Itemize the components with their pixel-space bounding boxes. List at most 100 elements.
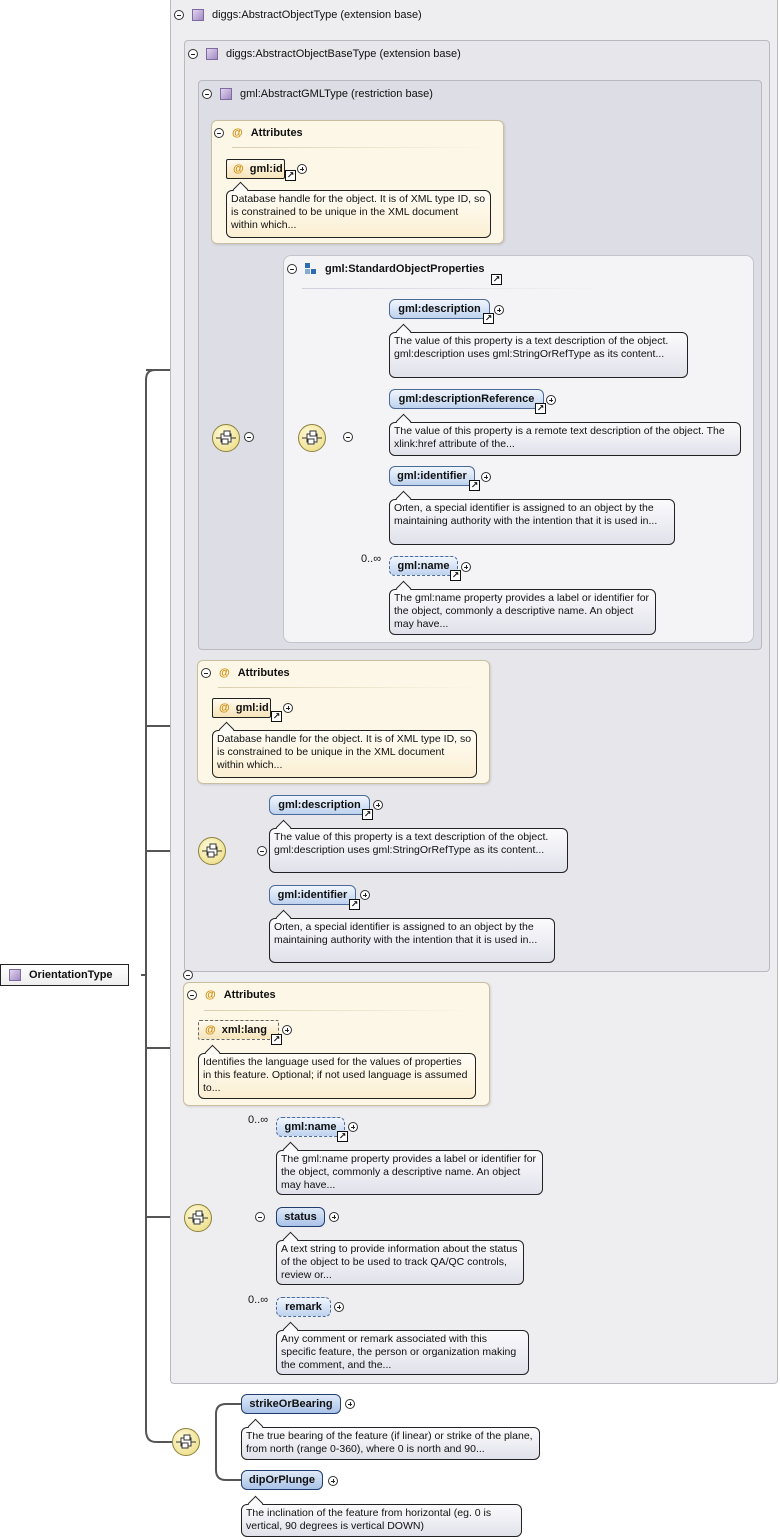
jump-arrow-icon[interactable]: ↗ bbox=[469, 480, 480, 491]
expand-icon[interactable] bbox=[297, 164, 307, 174]
complex-type-icon bbox=[9, 969, 21, 981]
collapse-icon[interactable] bbox=[287, 264, 297, 274]
jump-arrow-icon[interactable]: ↗ bbox=[285, 170, 296, 181]
element-gml-name[interactable]: gml:name bbox=[389, 556, 458, 576]
element-doc: Any comment or remark associated with th… bbox=[276, 1330, 529, 1375]
element-gml-identifier[interactable]: gml:identifier bbox=[389, 466, 475, 486]
attributes-title: Attributes bbox=[250, 127, 303, 139]
jump-arrow-icon[interactable]: ↗ bbox=[349, 899, 360, 910]
attr-gml-id-outer[interactable]: @ gml:id bbox=[212, 698, 271, 718]
expand-icon[interactable] bbox=[328, 1476, 338, 1486]
collapse-icon[interactable] bbox=[188, 49, 198, 59]
expand-icon[interactable] bbox=[461, 562, 471, 572]
ext-abstract-object-base-title: diggs:AbstractObjectBaseType (extension … bbox=[226, 48, 461, 60]
element-strike-or-bearing[interactable]: strikeOrBearing bbox=[241, 1394, 341, 1414]
sequence-compositor-icon[interactable] bbox=[184, 1204, 212, 1232]
root-type-orientation[interactable]: OrientationType bbox=[0, 964, 129, 986]
sequence-compositor-icon[interactable] bbox=[198, 837, 226, 865]
expand-icon[interactable] bbox=[345, 1399, 355, 1409]
jump-arrow-icon[interactable]: ↗ bbox=[271, 1034, 282, 1045]
collapse-icon[interactable] bbox=[201, 668, 211, 678]
attributes-header-inner: @ Attributes bbox=[214, 127, 303, 139]
restr-gml-title: gml:AbstractGMLType (restriction base) bbox=[240, 88, 433, 100]
ext-abstract-object-title: diggs:AbstractObjectType (extension base… bbox=[212, 9, 422, 21]
element-doc: The gml:name property provides a label o… bbox=[276, 1150, 543, 1195]
attribute-at-icon: @ bbox=[219, 702, 230, 714]
jump-arrow-icon[interactable]: ↗ bbox=[491, 274, 502, 285]
element-doc: The inclination of the feature from hori… bbox=[241, 1504, 522, 1537]
expand-icon[interactable] bbox=[329, 1212, 339, 1222]
jump-arrow-icon[interactable]: ↗ bbox=[271, 711, 282, 722]
element-dip-or-plunge[interactable]: dipOrPlunge bbox=[241, 1470, 323, 1490]
attribute-at-icon: @ bbox=[232, 127, 243, 139]
attribute-at-icon: @ bbox=[233, 163, 244, 175]
attr-name: gml:id bbox=[249, 163, 283, 175]
attributes-title: Attributes bbox=[223, 989, 276, 1001]
attr-gml-id-inner[interactable]: @ gml:id bbox=[226, 159, 285, 179]
ext-abstract-object-header: diggs:AbstractObjectType (extension base… bbox=[174, 9, 422, 21]
jump-arrow-icon[interactable]: ↗ bbox=[535, 403, 546, 414]
attr-doc-lang: Identifies the language used for the val… bbox=[198, 1053, 476, 1099]
collapse-icon[interactable] bbox=[214, 128, 224, 138]
complex-type-icon bbox=[192, 9, 204, 21]
expand-icon[interactable] bbox=[282, 1025, 292, 1035]
attr-name: gml:id bbox=[235, 702, 269, 714]
attr-doc-inner: Database handle for the object. It is of… bbox=[226, 190, 491, 238]
element-gml-description[interactable]: gml:description bbox=[269, 795, 370, 815]
std-props-header: gml:StandardObjectProperties bbox=[287, 263, 485, 275]
element-doc: The gml:name property provides a label o… bbox=[389, 589, 656, 635]
element-doc: The true bearing of the feature (if line… bbox=[241, 1427, 540, 1460]
expand-icon[interactable] bbox=[494, 305, 504, 315]
expand-icon[interactable] bbox=[334, 1302, 344, 1312]
sequence-compositor-icon[interactable] bbox=[212, 424, 240, 452]
element-gml-identifier[interactable]: gml:identifier bbox=[269, 885, 356, 905]
attribute-at-icon: @ bbox=[205, 1024, 216, 1036]
collapse-icon[interactable] bbox=[202, 89, 212, 99]
collapse-icon[interactable] bbox=[187, 990, 197, 1000]
attributes-title: Attributes bbox=[237, 667, 290, 679]
element-gml-description[interactable]: gml:description bbox=[389, 299, 490, 319]
element-doc: The value of this property is a remote t… bbox=[389, 422, 741, 456]
complex-type-icon bbox=[220, 88, 232, 100]
element-doc: Often, a special identifier is assigned … bbox=[389, 499, 675, 545]
collapse-icon[interactable] bbox=[343, 432, 354, 442]
element-remark[interactable]: remark bbox=[276, 1297, 331, 1317]
expand-icon[interactable] bbox=[283, 703, 293, 713]
expand-icon[interactable] bbox=[481, 472, 491, 482]
attribute-at-icon: @ bbox=[205, 989, 216, 1001]
std-props-title: gml:StandardObjectProperties bbox=[325, 263, 485, 275]
element-status[interactable]: status bbox=[276, 1207, 325, 1227]
attr-xml-lang[interactable]: @ xml:lang bbox=[198, 1020, 279, 1040]
group-icon bbox=[305, 263, 317, 275]
jump-arrow-icon[interactable]: ↗ bbox=[483, 313, 494, 324]
expand-icon[interactable] bbox=[360, 890, 370, 900]
multiplicity: 0..∞ bbox=[361, 553, 382, 565]
restr-gml-header: gml:AbstractGMLType (restriction base) bbox=[202, 88, 433, 100]
element-doc: The value of this property is a text des… bbox=[269, 828, 568, 873]
sequence-compositor-icon[interactable] bbox=[172, 1428, 200, 1456]
jump-arrow-icon[interactable]: ↗ bbox=[450, 570, 461, 581]
expand-icon[interactable] bbox=[373, 800, 383, 810]
root-type-label: OrientationType bbox=[29, 969, 113, 981]
attr-name: xml:lang bbox=[221, 1024, 267, 1036]
collapse-icon[interactable] bbox=[183, 970, 194, 980]
sequence-compositor-icon[interactable] bbox=[298, 424, 326, 452]
expand-icon[interactable] bbox=[348, 1122, 358, 1132]
attributes-header-lang: @ Attributes bbox=[187, 989, 276, 1001]
element-doc: The value of this property is a text des… bbox=[389, 332, 688, 378]
collapse-icon[interactable] bbox=[255, 1212, 266, 1222]
collapse-icon[interactable] bbox=[257, 846, 268, 856]
complex-type-icon bbox=[206, 48, 218, 60]
jump-arrow-icon[interactable]: ↗ bbox=[337, 1131, 348, 1142]
multiplicity: 0..∞ bbox=[248, 1294, 269, 1306]
element-gml-description-reference[interactable]: gml:descriptionReference bbox=[389, 389, 544, 409]
element-gml-name[interactable]: gml:name bbox=[276, 1117, 345, 1137]
jump-arrow-icon[interactable]: ↗ bbox=[362, 809, 373, 820]
collapse-icon[interactable] bbox=[244, 432, 254, 442]
expand-icon[interactable] bbox=[546, 395, 556, 405]
multiplicity: 0..∞ bbox=[248, 1114, 269, 1126]
collapse-icon[interactable] bbox=[174, 10, 184, 20]
ext-abstract-object-base-header: diggs:AbstractObjectBaseType (extension … bbox=[188, 48, 461, 60]
element-doc: A text string to provide information abo… bbox=[276, 1240, 524, 1285]
attr-doc-outer: Database handle for the object. It is of… bbox=[212, 730, 477, 778]
